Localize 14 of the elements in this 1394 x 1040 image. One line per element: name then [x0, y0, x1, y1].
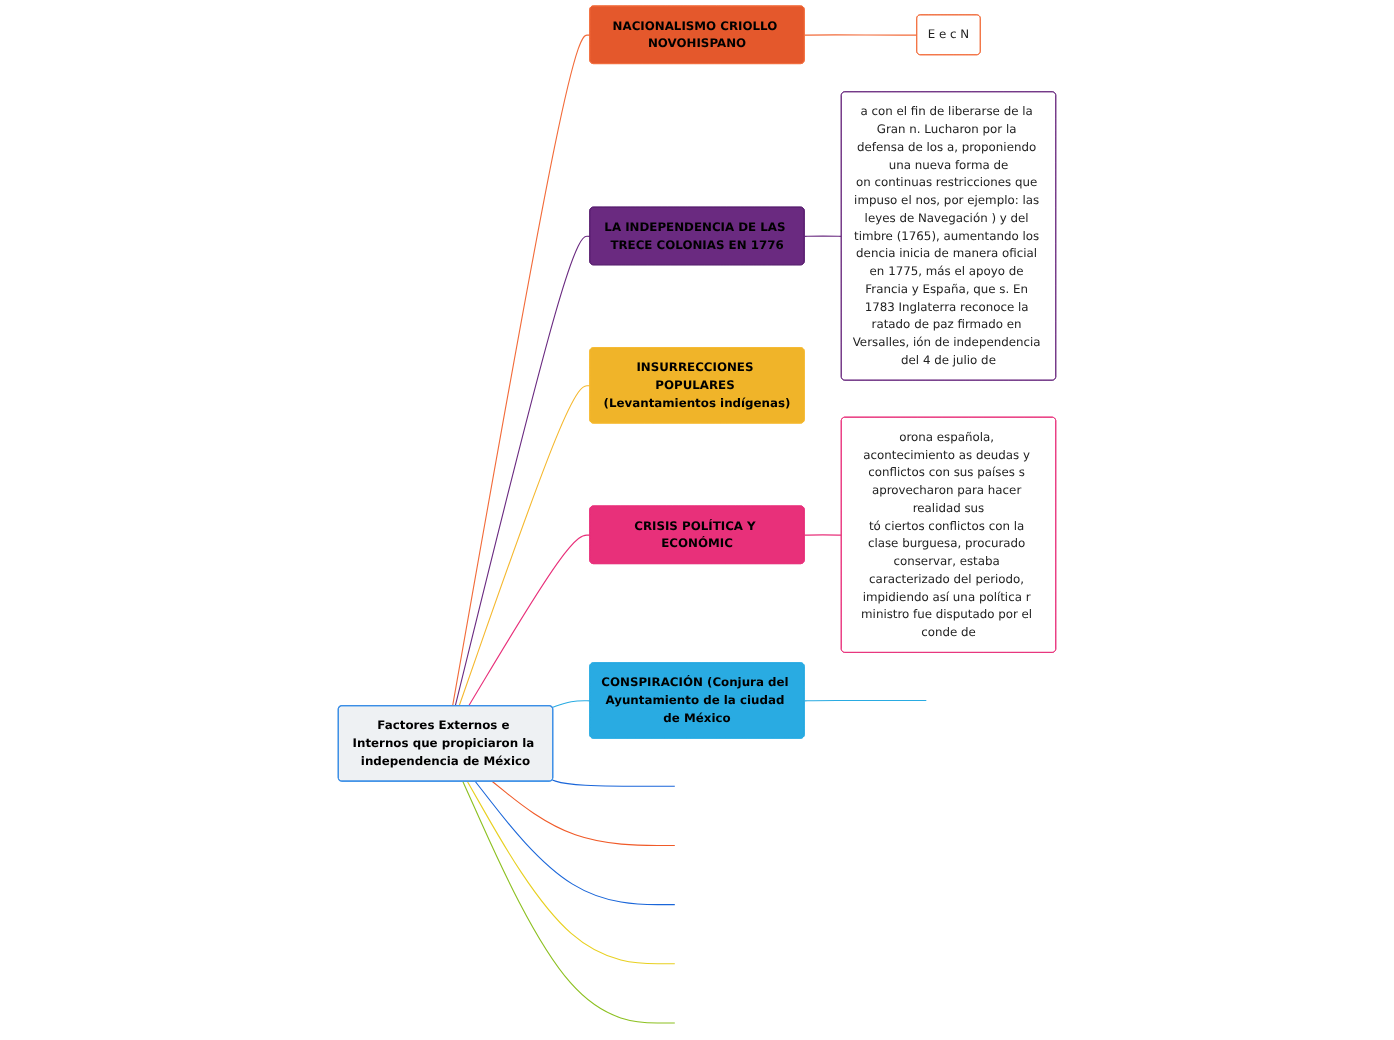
connector-line: [804, 34, 918, 36]
connector-line: [458, 385, 591, 707]
connector-line: [551, 779, 676, 787]
connector-line: [804, 534, 843, 536]
connector-line: [468, 534, 591, 707]
connector-line: [551, 700, 591, 708]
connector-line: [454, 235, 591, 707]
connector-line: [452, 34, 591, 707]
connector-line: [491, 780, 676, 846]
connector-line: [466, 780, 676, 965]
connector-line: [474, 780, 676, 906]
connector-line: [462, 780, 676, 1024]
connector-line: [804, 699, 927, 702]
connector-line: [804, 235, 843, 237]
